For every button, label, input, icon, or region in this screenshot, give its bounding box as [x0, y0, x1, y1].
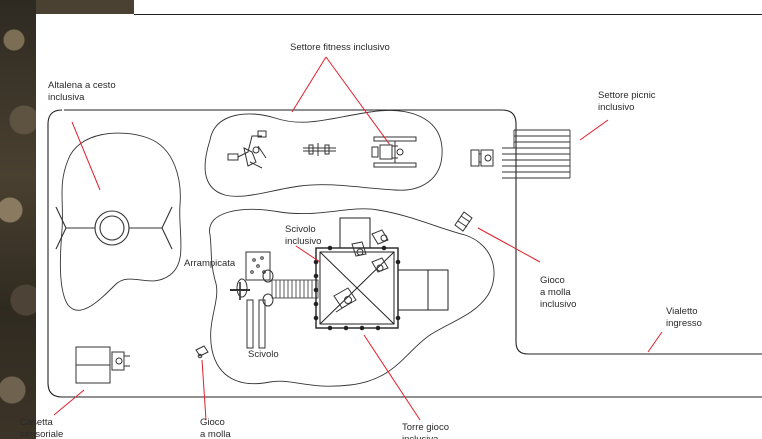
picnic-deck — [502, 129, 571, 179]
label-scivolo: Scivolo — [248, 349, 279, 360]
label-scivolo-inclusivo-line2: inclusivo — [285, 236, 321, 247]
basket-swing — [55, 206, 173, 250]
label-picnic-line2: inclusivo — [598, 102, 634, 113]
fitness-zone — [204, 110, 443, 197]
label-gioco-molla-incl-line3: inclusivo — [540, 299, 576, 310]
climbing-wall — [230, 251, 274, 349]
label-casetta-line2: sensoriale — [20, 429, 63, 439]
label-casetta-line1: Casetta — [20, 417, 53, 428]
leader-lines — [53, 56, 663, 421]
label-gioco-molla-line1: Gioco — [200, 417, 225, 428]
label-vialetto-line2: ingresso — [666, 318, 702, 329]
plan-sheet — [36, 14, 762, 439]
play-zone — [209, 208, 495, 387]
tower-wheelchair-icon-3 — [371, 257, 389, 273]
sensory-house — [75, 346, 130, 384]
label-torre-line2: inclusiva — [402, 434, 439, 439]
park-boundary — [47, 109, 762, 398]
label-altalena-line1: Altalena a cesto — [48, 80, 116, 91]
tower-wheelchair-icon-2 — [351, 241, 367, 257]
label-gioco-molla-incl-line1: Gioco — [540, 275, 565, 286]
fitness-equipment-3 — [371, 136, 417, 168]
label-altalena-line2: inclusiva — [48, 92, 85, 103]
play-tower — [313, 217, 449, 331]
fitness-equipment-2 — [303, 143, 336, 156]
label-gioco-molla-line2: a molla — [200, 429, 231, 439]
plan-sheet-top — [134, 0, 762, 15]
label-scivolo-inclusivo-line1: Scivolo — [285, 224, 316, 235]
bridge — [271, 279, 319, 299]
tower-wheelchair-icon-1 — [371, 229, 389, 245]
label-gioco-molla-incl-line2: a molla — [540, 287, 571, 298]
swing-zone — [59, 132, 182, 311]
label-picnic-line1: Settore picnic — [598, 90, 656, 101]
label-torre-line1: Torre gioco — [402, 422, 449, 433]
picnic-wheelchair-icon — [470, 149, 494, 167]
spring-rocker-inclusive — [454, 211, 473, 232]
label-arrampicata: Arrampicata — [184, 258, 236, 269]
background-photo-top — [36, 0, 134, 14]
fitness-equipment-1 — [227, 130, 267, 169]
label-fitness: Settore fitness inclusivo — [290, 42, 390, 53]
tower-wheelchair-icon-4 — [333, 287, 357, 313]
spring-rocker — [195, 345, 209, 359]
background-photo — [0, 0, 36, 439]
label-vialetto-line1: Vialetto — [666, 306, 698, 317]
